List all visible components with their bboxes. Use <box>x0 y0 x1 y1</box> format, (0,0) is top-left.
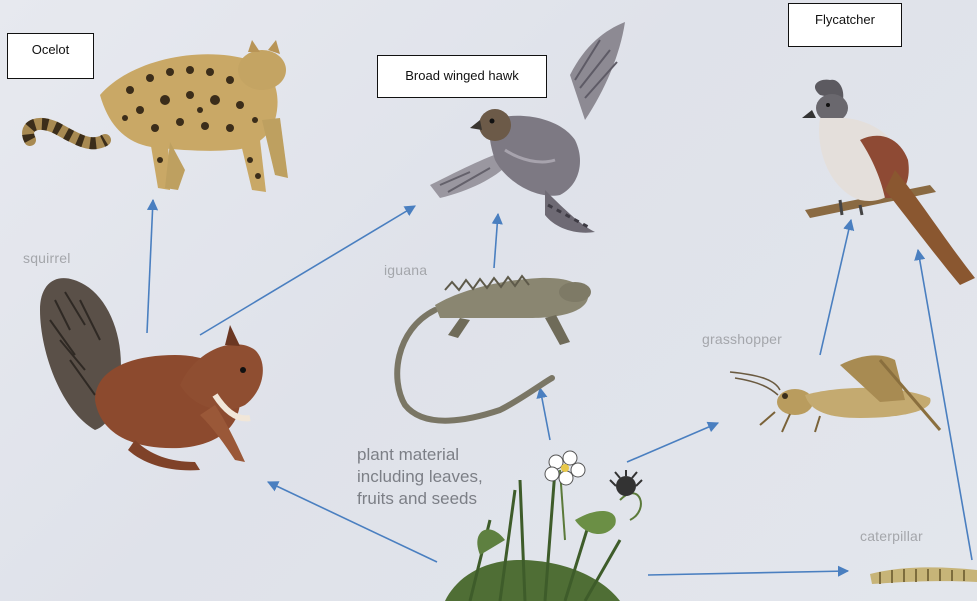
plant-label-line-1: plant material <box>357 444 483 466</box>
hawk-illustration <box>430 22 625 233</box>
iguana-illustration <box>397 276 591 421</box>
arrow-plant-to-caterpillar <box>648 571 848 575</box>
grasshopper-illustration <box>730 355 940 432</box>
plant-label-line-2: including leaves, <box>357 466 483 488</box>
arrow-squirrel-to-ocelot <box>147 200 153 333</box>
arrow-iguana-to-hawk <box>494 214 498 268</box>
arrow-squirrel-to-hawk <box>200 206 415 335</box>
daisy-flower <box>545 451 585 485</box>
caterpillar-illustration <box>870 567 977 584</box>
arrow-plant-to-grasshopper <box>627 423 718 462</box>
iguana-label: iguana <box>384 262 427 278</box>
flycatcher-label-box: Flycatcher <box>788 3 902 47</box>
hawk-label-box: Broad winged hawk <box>377 55 547 98</box>
grasshopper-label: grasshopper <box>702 331 782 347</box>
ocelot-label-box: Ocelot <box>7 33 94 79</box>
plant-material-label: plant material including leaves, fruits … <box>357 444 483 510</box>
squirrel-label: squirrel <box>23 250 71 266</box>
arrow-plant-to-iguana <box>540 388 550 440</box>
flycatcher-illustration <box>802 80 975 285</box>
caterpillar-label: caterpillar <box>860 528 923 544</box>
arrows <box>147 200 972 575</box>
arrow-grasshopper-to-flycatcher <box>820 220 851 355</box>
squirrel-illustration <box>40 278 263 470</box>
plant-label-line-3: fruits and seeds <box>357 488 483 510</box>
thistle-flower <box>610 470 642 496</box>
